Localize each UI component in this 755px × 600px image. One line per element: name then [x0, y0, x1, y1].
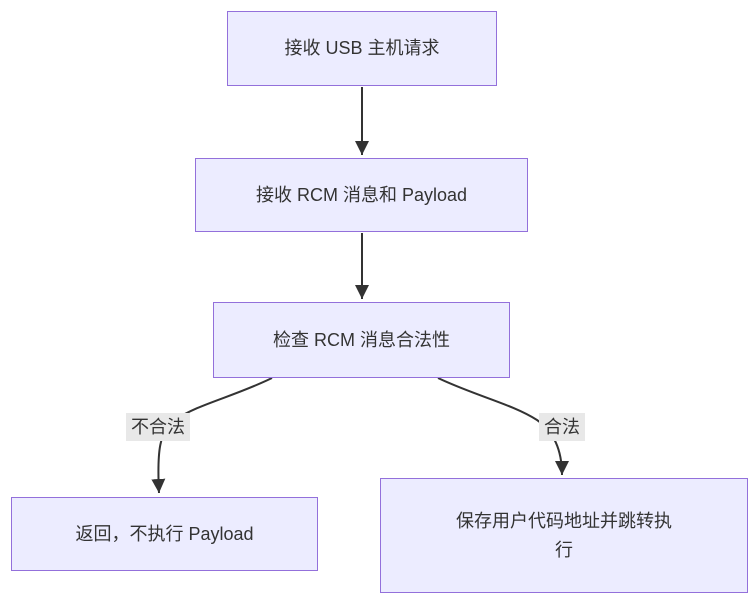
node-receive-usb-host-request: 接收 USB 主机请求 — [227, 11, 497, 86]
node-check-rcm-message-validity: 检查 RCM 消息合法性 — [213, 302, 510, 378]
arrow-check-to-save — [437, 377, 569, 476]
node-return-no-execute-payload: 返回，不执行 Payload — [11, 497, 318, 571]
edge-label-valid: 合法 — [539, 413, 585, 441]
node-save-user-code-address-jump: 保存用户代码地址并跳转执 行 — [380, 478, 748, 593]
edge-label-invalid: 不合法 — [126, 413, 190, 441]
node-receive-rcm-message-payload: 接收 RCM 消息和 Payload — [195, 158, 528, 232]
